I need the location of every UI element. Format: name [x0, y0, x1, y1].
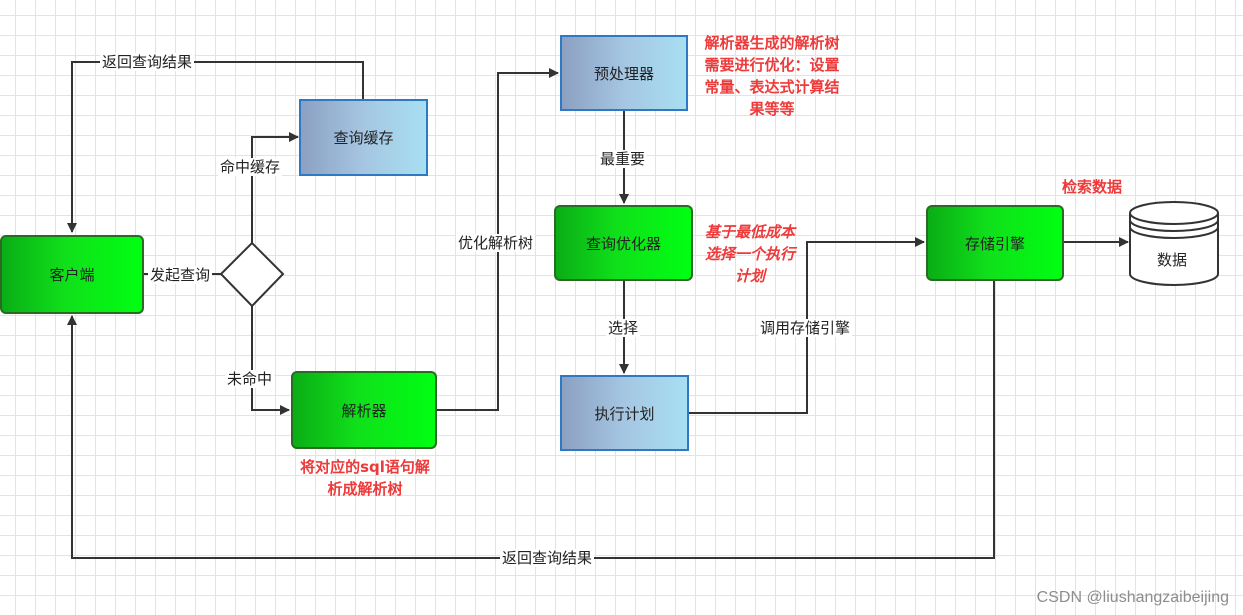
- preprocessor-note-line: 常量、表达式计算结: [704, 78, 840, 96]
- edge-storage-to-client: [67, 281, 995, 559]
- parser-note: 将对应的sql语句解 析成解析树: [288, 456, 442, 500]
- optimizer-label: 查询优化器: [585, 234, 661, 253]
- optimizer-note-line: 计划: [734, 267, 765, 285]
- database-cylinder: [1129, 201, 1219, 286]
- storage-engine-label: 存储引擎: [964, 234, 1025, 253]
- parser-note-line: 析成解析树: [327, 480, 403, 498]
- edge-label-cache-hit: 命中缓存: [218, 158, 283, 176]
- optimizer-note-line: 选择一个执行: [704, 245, 795, 263]
- decision-diamond: [219, 241, 285, 308]
- parser-node: 解析器: [291, 371, 437, 449]
- query-cache-node: 查询缓存: [299, 99, 428, 176]
- storage-engine-node: 存储引擎: [926, 205, 1064, 281]
- edge-label-call-storage: 调用存储引擎: [758, 319, 853, 337]
- parser-label: 解析器: [341, 401, 387, 420]
- execution-plan-label: 执行计划: [594, 404, 655, 423]
- query-cache-label: 查询缓存: [333, 129, 394, 147]
- edge-decision-to-cache: [251, 132, 299, 243]
- preprocessor-note-line: 果等等: [749, 100, 795, 118]
- optimizer-note: 基于最低成本 选择一个执行 计划: [697, 221, 803, 287]
- edge-label-return-top: 返回查询结果: [100, 53, 195, 71]
- watermark: CSDN @liushangzaibeijing: [1036, 589, 1229, 606]
- preprocessor-note-line: 解析器生成的解析树: [704, 34, 840, 52]
- edge-label-most-important: 最重要: [598, 150, 648, 168]
- edge-label-cache-miss: 未命中: [225, 370, 275, 388]
- optimizer-node: 查询优化器: [554, 205, 693, 281]
- preprocessor-note: 解析器生成的解析树 需要进行优化：设置 常量、表达式计算结 果等等: [698, 32, 846, 120]
- execution-plan-node: 执行计划: [560, 375, 689, 451]
- edge-label-initiate-query: 发起查询: [148, 266, 213, 284]
- client-node: 客户端: [0, 235, 144, 314]
- edge-cache-to-client: [67, 61, 364, 233]
- preprocessor-note-line: 需要进行优化：设置: [704, 56, 840, 74]
- parser-note-line: 将对应的sql语句解: [300, 458, 430, 476]
- client-label: 客户端: [49, 266, 95, 284]
- preprocessor-label: 预处理器: [593, 64, 654, 83]
- edge-label-optimize-tree: 优化解析树: [456, 234, 536, 252]
- edge-label-select: 选择: [606, 319, 641, 337]
- edge-label-return-bottom: 返回查询结果: [500, 549, 595, 567]
- optimizer-note-line: 基于最低成本: [704, 223, 795, 241]
- edge-decision-to-parser: [251, 306, 290, 415]
- data-label: 数据: [1157, 251, 1188, 269]
- preprocessor-node: 预处理器: [560, 35, 688, 111]
- retrieve-note: 检索数据: [1062, 178, 1123, 196]
